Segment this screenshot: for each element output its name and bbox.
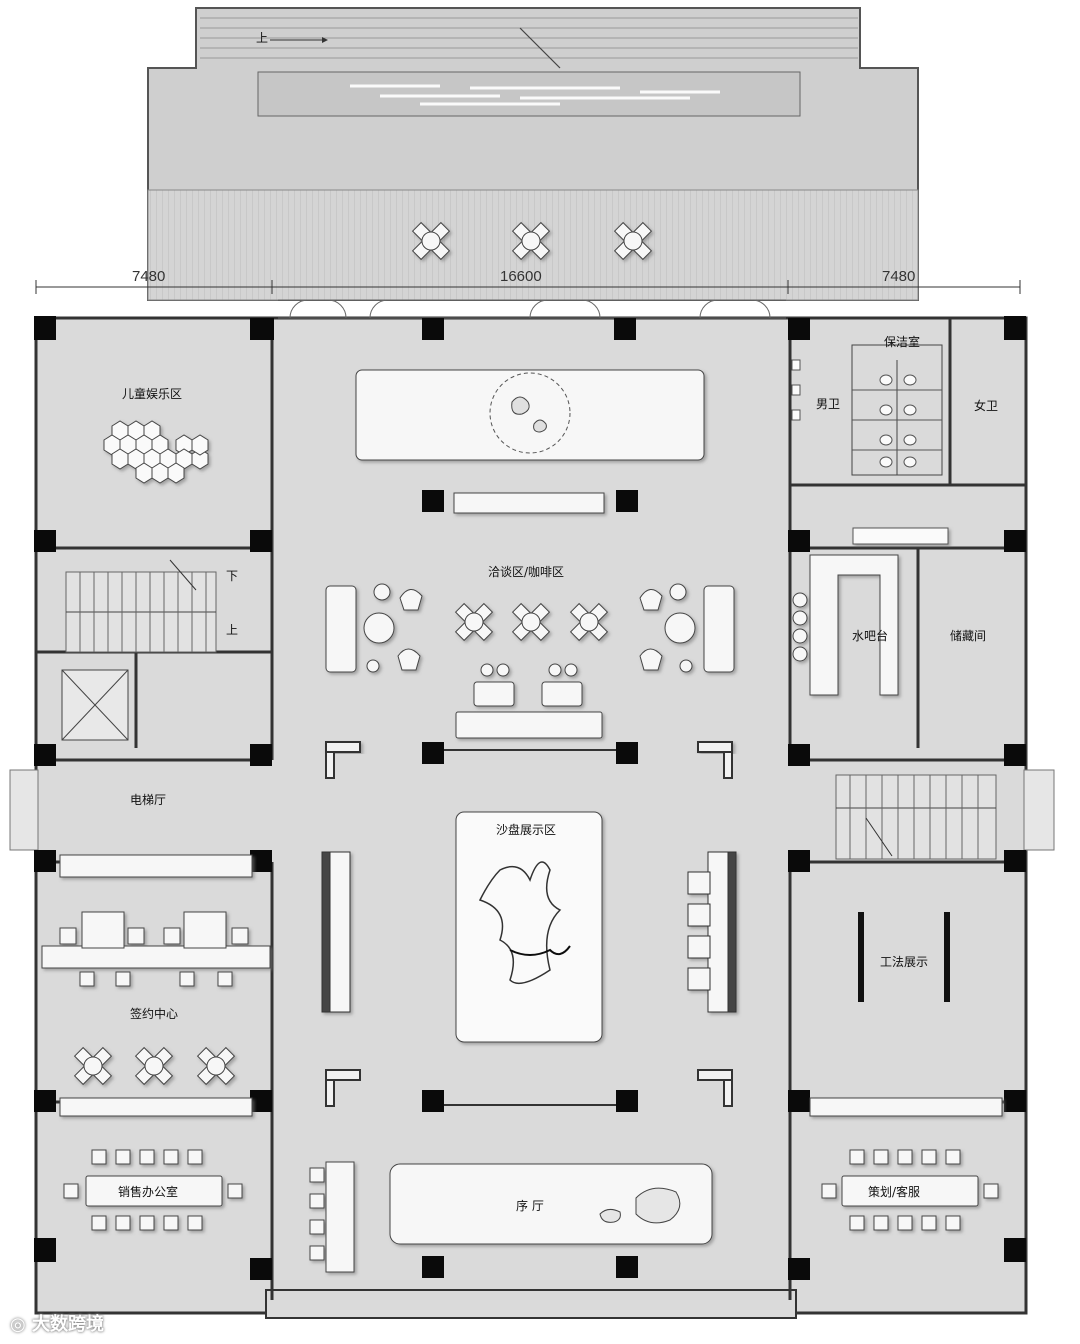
room-label-sand-table: 沙盘展示区: [496, 822, 556, 837]
room-label-kids: 儿童娱乐区: [122, 386, 182, 401]
stair-up-label-top: 上: [256, 31, 268, 45]
structural-columns: [34, 316, 1026, 1280]
stair-up-label: 上: [226, 623, 238, 637]
central-partitions: [325, 741, 733, 1107]
kids-play-structure: [103, 420, 209, 484]
room-label-mens: 男卫: [816, 397, 840, 411]
room-label-water-bar: 水吧台: [852, 628, 888, 643]
dimension-left: 7480: [132, 268, 165, 285]
room-label-planning: 策划/客服: [868, 1184, 920, 1199]
stair-right: [835, 774, 997, 860]
entrance-terrace: 上: [147, 7, 919, 301]
planning-table: [821, 1149, 999, 1231]
terrace-tables: [411, 221, 653, 261]
room-label-sales-office: 销售办公室: [118, 1184, 178, 1199]
construction-display-panels: [858, 912, 950, 1002]
foyer-feature: [309, 1161, 713, 1273]
room-label-storage: 储藏间: [950, 628, 986, 643]
stair-left: [65, 559, 217, 653]
room-label-cleaning: 保洁室: [884, 334, 920, 349]
entrance-steps: [200, 17, 858, 59]
room-label-womens: 女卫: [974, 398, 998, 413]
contract-center-furniture: [41, 854, 1003, 1117]
room-label-construction: 工法展示: [880, 955, 928, 969]
room-label-lounge: 洽谈区/咖啡区: [488, 564, 564, 579]
stair-down-label: 下: [226, 569, 238, 583]
watermark-logo-icon: ◎: [10, 1314, 32, 1335]
room-label-elevator-hall: 电梯厅: [130, 793, 166, 807]
restroom-fixtures: [791, 344, 949, 545]
lounge-furniture: [325, 583, 735, 739]
water-bar-counter: [792, 554, 899, 696]
watermark: ◎ 大数跨境: [10, 1310, 104, 1336]
elevator-shaft: [61, 669, 129, 741]
room-label-contract: 签约中心: [130, 1006, 178, 1021]
water-feature: [257, 71, 801, 117]
sand-table: [455, 811, 603, 1043]
dimension-right: 7480: [882, 268, 915, 285]
room-labels: 儿童娱乐区 保洁室 男卫 女卫 洽谈区/咖啡区 水吧台 储藏间 电梯厅 沙盘展示…: [118, 334, 998, 1213]
dimension-center: 16600: [500, 268, 542, 285]
sales-office-table: [63, 1149, 243, 1231]
display-walls: [321, 851, 737, 1013]
room-label-foyer: 序 厅: [516, 1198, 544, 1213]
watermark-text: 大数跨境: [31, 1314, 104, 1335]
reception-feature: [355, 369, 705, 514]
front-glazing: [278, 299, 786, 319]
dimension-line: 7480 16600 7480: [35, 268, 1021, 294]
